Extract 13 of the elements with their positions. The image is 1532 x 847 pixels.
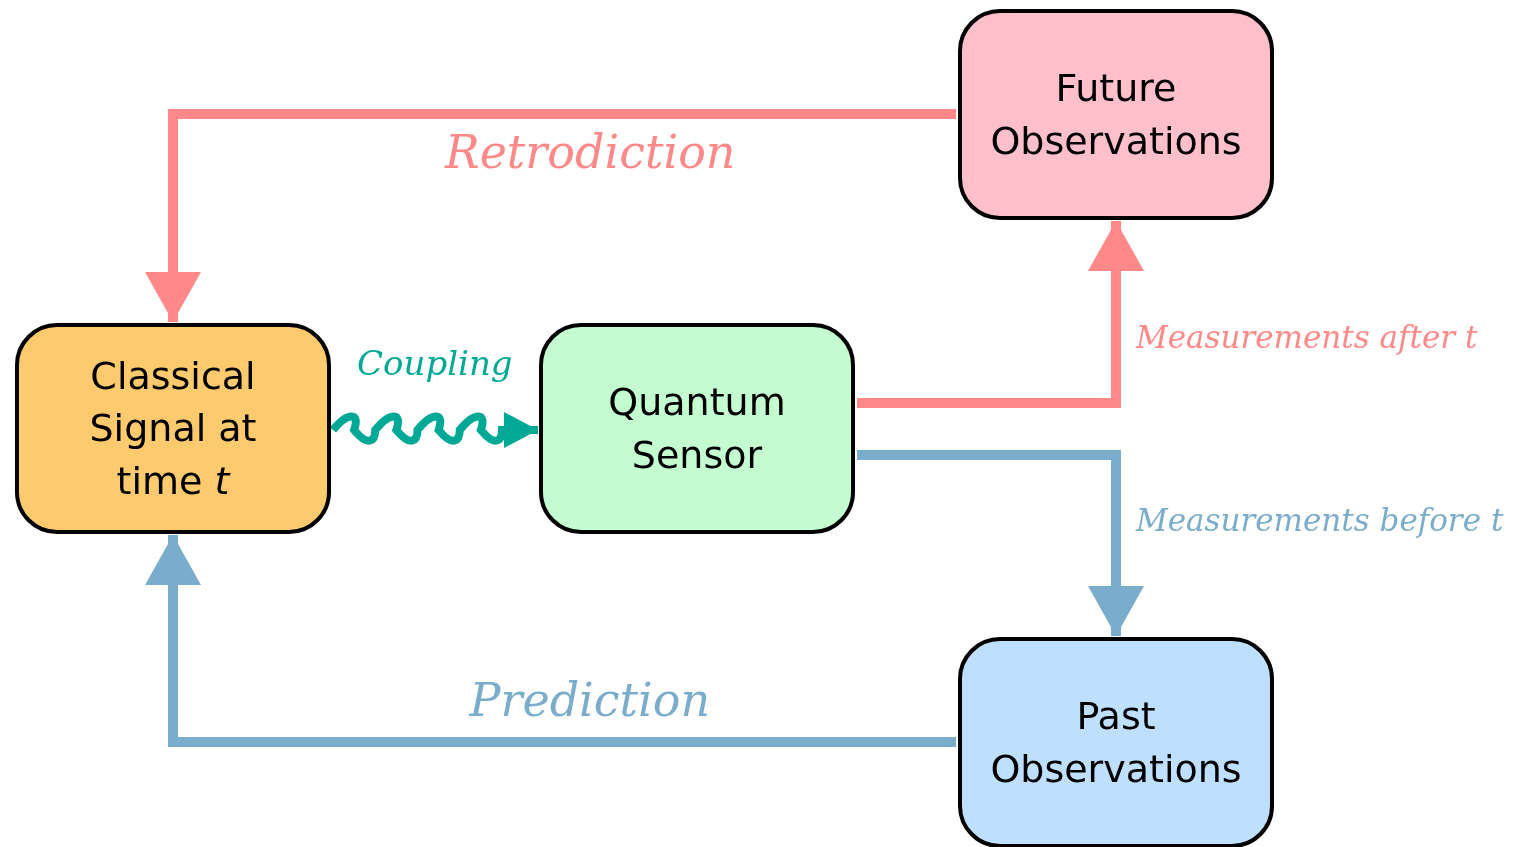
node-text: Future Observations (989, 65, 1243, 165)
arrow (145, 535, 956, 747)
node-text: Past Observations (989, 693, 1243, 793)
arrow (330, 412, 538, 448)
arrow (857, 221, 1144, 408)
node-text: Quantum Sensor (607, 379, 787, 479)
node-text: Classical Signal at time t (88, 353, 258, 505)
rounded-box (539, 323, 855, 534)
rounded-box (958, 9, 1274, 220)
arrow (857, 450, 1144, 636)
rounded-box (958, 637, 1274, 847)
rounded-box (15, 323, 331, 534)
arrow (145, 109, 956, 322)
